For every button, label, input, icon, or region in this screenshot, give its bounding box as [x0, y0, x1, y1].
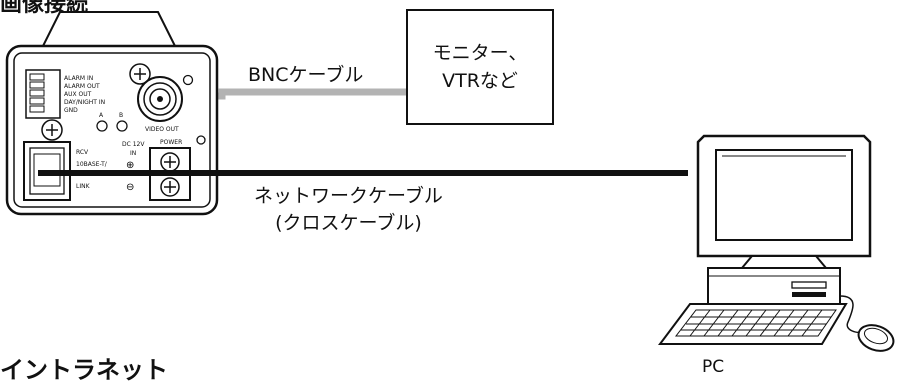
- label-a: A: [99, 112, 104, 119]
- label-video-out: VIDEO OUT: [145, 126, 179, 133]
- label-plus: ⊕: [126, 160, 134, 171]
- network-cable-label-line1: ネットワークケーブル: [254, 185, 443, 207]
- network-cable-label: ネットワークケーブル (クロスケーブル): [254, 183, 443, 237]
- label-link: LINK: [76, 183, 91, 190]
- bnc-cable-label: BNCケーブル: [248, 64, 364, 86]
- label-10base: 10BASE-T/: [76, 161, 108, 168]
- label-alarm-in: ALARM IN: [64, 75, 93, 82]
- section-heading-bottom: イントラネット: [0, 356, 168, 384]
- label-dc-in: IN: [130, 150, 136, 157]
- label-day-night-in: DAY/NIGHT IN: [64, 99, 105, 106]
- camera-top-bracket: [40, 11, 178, 49]
- label-b: B: [119, 112, 123, 119]
- bnc-connector: [137, 76, 183, 122]
- label-gnd: GND: [64, 107, 78, 114]
- label-minus: ⊖: [126, 182, 134, 193]
- label-power: POWER: [160, 139, 182, 146]
- pc-label: PC: [702, 357, 725, 377]
- pc-mouse-cable: [839, 295, 867, 334]
- label-rcv: RCV: [76, 149, 89, 156]
- label-dc-12v: DC 12V: [122, 141, 145, 148]
- network-cable-label-line2: (クロスケーブル): [275, 212, 422, 234]
- pc-monitor-screen: [715, 149, 853, 241]
- monitor-vtr-box: モニター、 VTRなど: [406, 9, 554, 125]
- label-aux-out: AUX OUT: [64, 91, 92, 98]
- pc-monitor-stand: [739, 255, 829, 269]
- alarm-terminal-block: [25, 69, 61, 119]
- monitor-label-line2: VTRなど: [442, 70, 518, 92]
- label-alarm-out: ALARM OUT: [64, 83, 100, 90]
- screw-left: [41, 119, 63, 141]
- screw-top: [129, 63, 151, 85]
- pc: [658, 134, 895, 352]
- monitor-label-line1: モニター、: [432, 42, 528, 64]
- camera: ALARM IN ALARM OUT AUX OUT DAY/NIGHT IN …: [5, 11, 219, 216]
